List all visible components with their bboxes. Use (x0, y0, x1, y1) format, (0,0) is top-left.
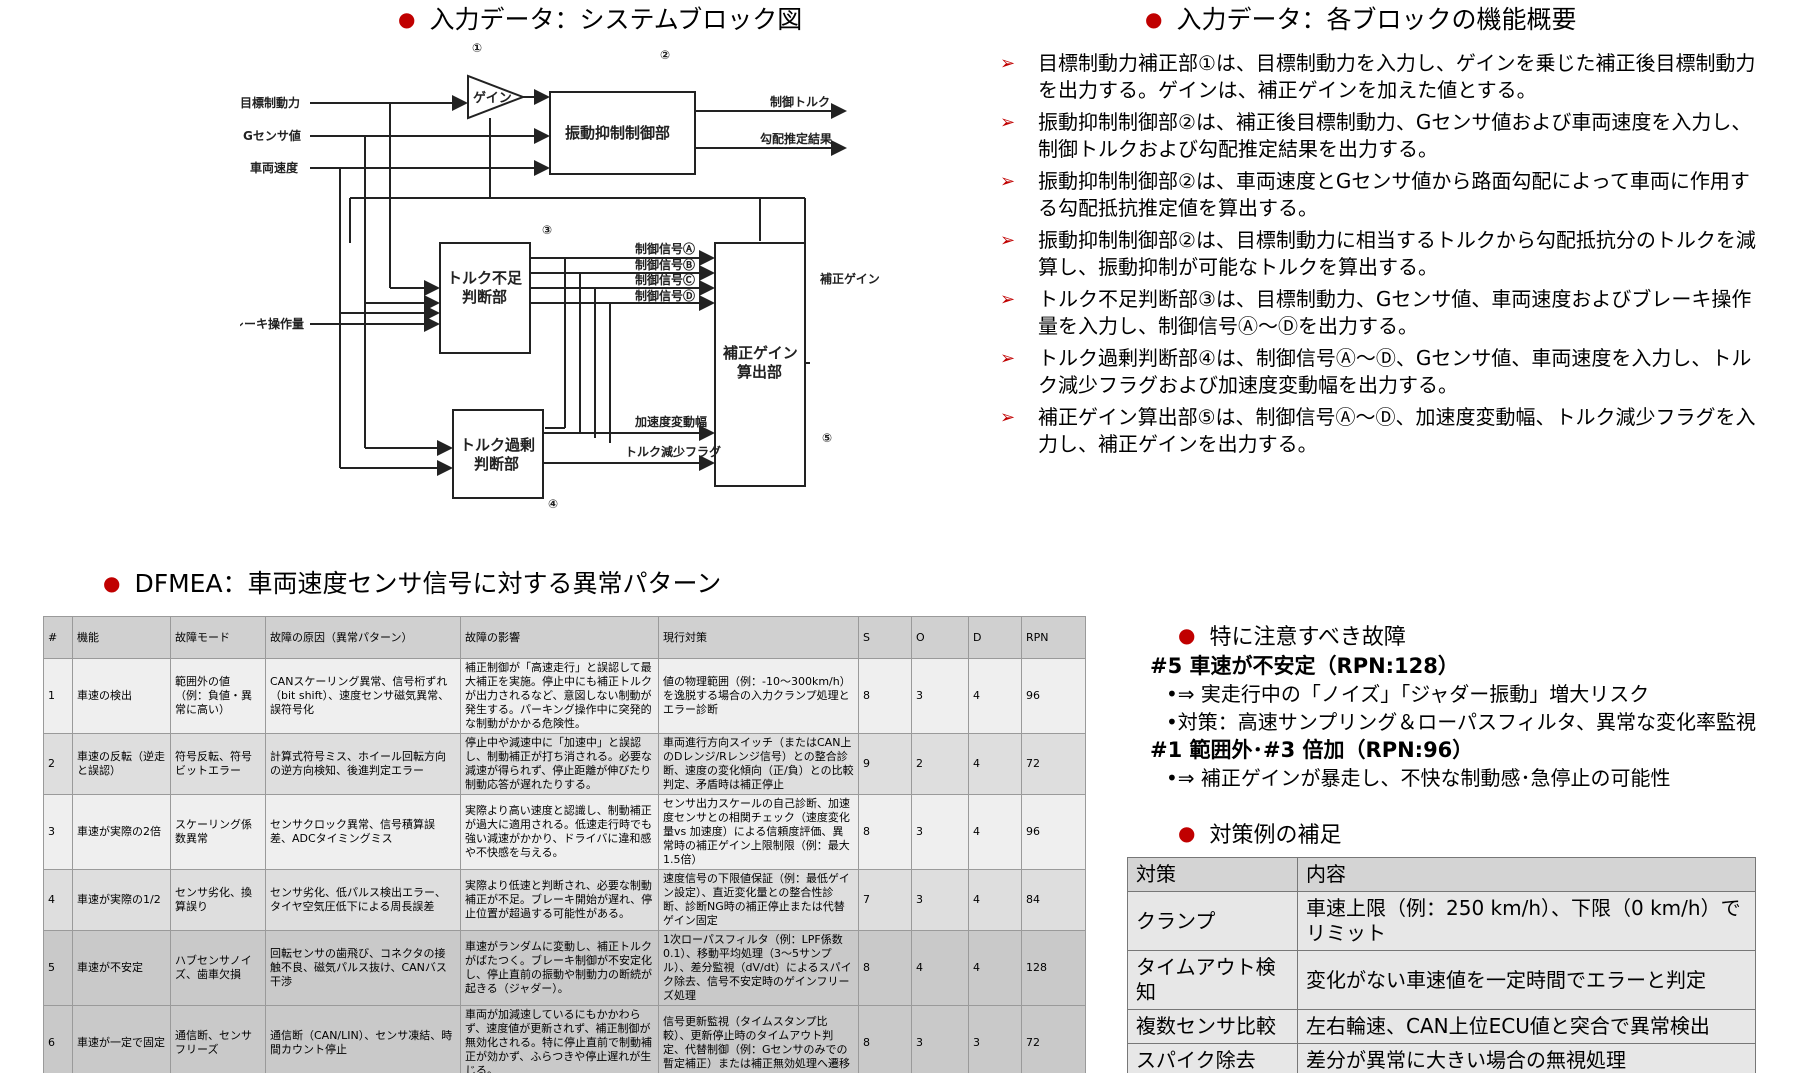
bullet-icon: ● (103, 571, 121, 595)
function-item: ➢目標制動力補正部①は、目標制動力を入力し、ゲインを乗じた補正後目標制動力を出力… (1000, 51, 1756, 102)
countermeasure-table: 対策 内容 クランプ 車速上限（例：250 km/h）、下限（0 km/h）でリ… (1127, 857, 1756, 1073)
output-gain-label: 補正ゲイン (819, 271, 880, 286)
excess-label-line1: トルク過剰 (460, 436, 535, 454)
output-torque-label: 制御トルク (770, 94, 830, 109)
input-target-force-label: 目標制動力 (240, 95, 300, 110)
bullet-icon: ● (1145, 7, 1163, 31)
arrow-bullet-icon: ➢ (1000, 171, 1016, 192)
header-effect: 故障の影響 (460, 616, 659, 659)
function-item: ➢振動抑制制御部②は、目標制動力に相当するトルクから勾配抵抗分のトルクを減算し、… (1000, 228, 1756, 279)
header-control: 現行対策 (658, 616, 859, 659)
gain-calc-block (714, 242, 806, 487)
signal-a-label: 制御信号Ⓐ (635, 241, 695, 256)
header-d: D (968, 616, 1022, 659)
gain-block-label: ゲイン (473, 90, 512, 106)
block-number-4: ④ (548, 497, 558, 511)
countermeasure-header-row: 対策 内容 (1127, 857, 1756, 892)
output-gradient-label: 勾配推定結果 (760, 131, 832, 146)
table-row: スパイク除去 差分が異常に大きい場合の無視処理 (1127, 1043, 1756, 1073)
block-number-5: ⑤ (822, 431, 832, 445)
excess-label-line2: 判断部 (474, 455, 519, 473)
block-number-2: ② (660, 48, 670, 62)
bullet-icon: ● (1178, 821, 1196, 845)
shortage-label-line2: 判断部 (462, 288, 507, 306)
vibration-control-block (549, 91, 696, 175)
arrow-bullet-icon: ➢ (1000, 289, 1016, 310)
bullet-icon: ● (1178, 623, 1196, 647)
function-item: ➢補正ゲイン算出部⑤は、制御信号Ⓐ～Ⓓ、加速度変動幅、トルク減少フラグを入力し、… (1000, 405, 1756, 456)
header-o: O (911, 616, 969, 659)
focus-item-detail: •⇒ 補正ゲインが暴走し、不快な制動感･急停止の可能性 (1166, 766, 1671, 790)
torque-excess-block (452, 409, 544, 499)
arrow-bullet-icon: ➢ (1000, 348, 1016, 369)
input-g-sensor-label: Gセンサ値 (243, 128, 301, 143)
header-function: 機能 (72, 616, 171, 659)
header-content: 内容 (1297, 857, 1756, 892)
function-item: ➢振動抑制制御部②は、車両速度とGセンサ値から路面勾配によって車両に作用する勾配… (1000, 169, 1750, 220)
function-item: ➢振動抑制制御部②は、補正後目標制動力、Gセンサ値および車両速度を入力し、制御ト… (1000, 110, 1752, 161)
focus-item-head: #5 車速が不安定（RPN:128） (1150, 654, 1459, 678)
dfmea-table: # 機能 故障モード 故障の原因（異常パターン） 故障の影響 現行対策 S O … (43, 616, 1086, 1073)
gain-block (467, 74, 526, 120)
vibration-control-label: 振動抑制制御部 (565, 124, 670, 142)
function-overview-title: ●入力データ：各ブロックの機能概要 (1145, 5, 1577, 34)
focus-failures: #5 車速が不安定（RPN:128） •⇒ 実走行中の「ノイズ」「ジャダー振動」… (1150, 652, 1790, 792)
signal-d-label: 制御信号Ⓓ (635, 288, 695, 303)
countermeasure-title: ●対策例の補足 (1178, 821, 1342, 848)
input-vehicle-speed-label: 車両速度 (250, 160, 299, 175)
function-item: ➢トルク過剰判断部④は、制御信号Ⓐ～Ⓓ、Gセンサ値、車両速度を入力し、トルク減少… (1000, 346, 1752, 397)
function-overview-list: ➢目標制動力補正部①は、目標制動力を入力し、ゲインを乗じた補正後目標制動力を出力… (1000, 50, 1760, 463)
system-block-diagram: 目標制動力 Gセンサ値 車両速度 ブレーキ操作量 制御トルク 勾配推定結果 補正… (240, 41, 880, 511)
bullet-icon: ● (398, 7, 416, 31)
header-no: # (43, 616, 73, 659)
header-failure-mode: 故障モード (170, 616, 266, 659)
gain-calc-label-line1: 補正ゲイン (722, 344, 798, 362)
arrow-bullet-icon: ➢ (1000, 112, 1016, 133)
table-row: クランプ 車速上限（例：250 km/h）、下限（0 km/h）でリミット (1127, 891, 1756, 951)
dfmea-title: ●DFMEA：車両速度センサ信号に対する異常パターン (103, 569, 722, 598)
signal-c-label: 制御信号Ⓒ (635, 272, 695, 287)
header-s: S (858, 616, 912, 659)
arrow-bullet-icon: ➢ (1000, 407, 1016, 428)
header-rpn: RPN (1021, 616, 1086, 659)
block-diagram-title: ●入力データ：システムブロック図 (398, 5, 803, 34)
function-item: ➢トルク不足判断部③は、目標制動力、Gセンサ値、車両速度およびブレーキ操作量を入… (1000, 287, 1752, 338)
block-number-3: ③ (542, 223, 552, 237)
table-row: タイムアウト検知 変化がない車速値を一定時間でエラーと判定 (1127, 950, 1756, 1010)
signal-accel-label: 加速度変動幅 (634, 414, 707, 429)
gain-calc-label-line2: 算出部 (737, 363, 782, 381)
input-brake-label: ブレーキ操作量 (240, 316, 304, 331)
torque-shortage-block (439, 242, 531, 354)
focus-item-head: #1 範囲外･#3 倍加（RPN:96） (1150, 738, 1474, 762)
arrow-bullet-icon: ➢ (1000, 230, 1016, 251)
arrow-bullet-icon: ➢ (1000, 53, 1016, 74)
table-row: 複数センサ比較 左右輪速、CAN上位ECU値と突合で異常検出 (1127, 1009, 1756, 1044)
header-measure: 対策 (1127, 857, 1298, 892)
signal-flag-label: トルク減少フラグ (625, 444, 721, 459)
header-cause: 故障の原因（異常パターン） (265, 616, 461, 659)
block-number-1: ① (472, 41, 482, 55)
dfmea-header-row: # 機能 故障モード 故障の原因（異常パターン） 故障の影響 現行対策 S O … (43, 616, 1086, 659)
focus-title: ●特に注意すべき故障 (1178, 623, 1406, 650)
focus-item-detail: •対策：高速サンプリング＆ローパスフィルタ、異常な変化率監視 (1166, 710, 1756, 734)
focus-item-detail: •⇒ 実走行中の「ノイズ」「ジャダー振動」増大リスク (1166, 682, 1650, 706)
shortage-label-line1: トルク不足 (447, 269, 523, 287)
signal-b-label: 制御信号Ⓑ (635, 257, 695, 272)
